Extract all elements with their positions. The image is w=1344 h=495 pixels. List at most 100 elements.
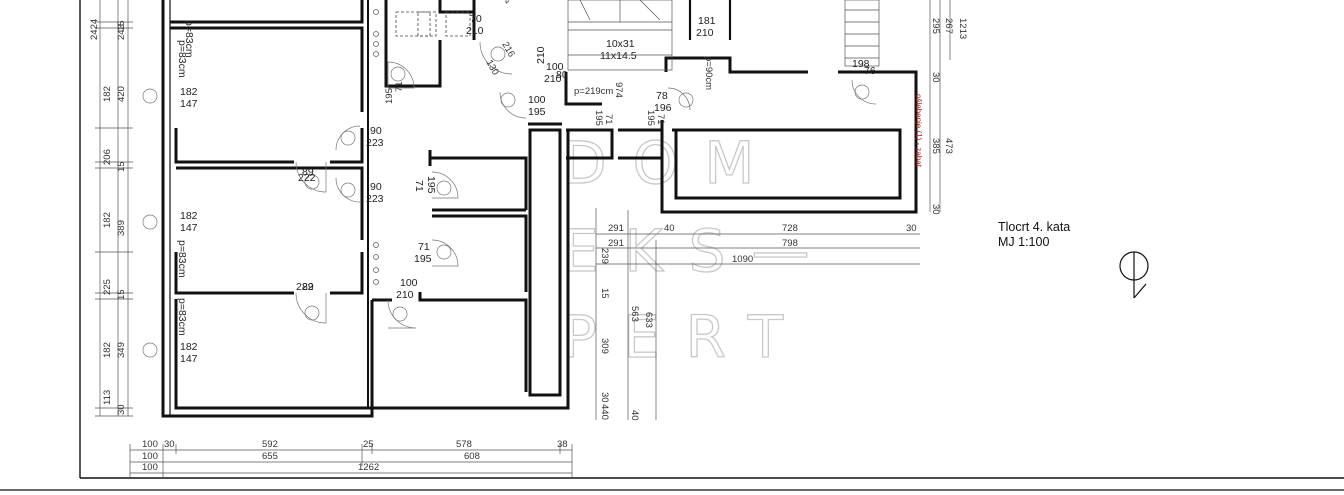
title-block: Tlocrt 4. kata MJ 1:100 bbox=[998, 220, 1070, 250]
dim-left-3: 420 bbox=[116, 86, 127, 102]
dim-bottom-r3-0: 100 bbox=[142, 462, 158, 473]
opening-37: 210 bbox=[544, 73, 562, 85]
dim-bottom-r1-3: 25 bbox=[363, 439, 374, 450]
opening-25: 71 bbox=[603, 114, 614, 125]
opening-18: 210 bbox=[396, 289, 414, 301]
dim-bottom-r3-1: 1262 bbox=[358, 462, 379, 473]
dim-left-2: 15 bbox=[116, 20, 127, 31]
room-4-height: 147 bbox=[180, 353, 198, 365]
opening-29: 78 bbox=[656, 90, 668, 102]
dim-left-total: 2424 bbox=[89, 19, 100, 40]
opening-4: 216 bbox=[499, 40, 516, 59]
mid-dimension-chains: 291 40 728 30 291 798 1090 239 15 309 30… bbox=[595, 208, 920, 421]
room-4-opening: p=83cm bbox=[176, 298, 188, 336]
walls bbox=[161, 0, 918, 418]
opening-8: 223 bbox=[366, 137, 384, 149]
dim-mid-h1-3: 30 bbox=[906, 223, 917, 234]
opening-6: 195 bbox=[384, 88, 395, 104]
dim-bottom-r2-2: 608 bbox=[464, 451, 480, 462]
opening-13: 71 bbox=[413, 180, 425, 192]
dim-bottom-r1-1: 30 bbox=[164, 439, 175, 450]
dim-left-7: 182 bbox=[102, 212, 113, 228]
dim-left-10: 15 bbox=[116, 289, 127, 300]
dim-right-2: 295 bbox=[930, 18, 941, 34]
room-2-height: 147 bbox=[180, 98, 198, 110]
dim-left-5: 206 bbox=[102, 149, 113, 165]
dim-bottom-r1-2: 592 bbox=[262, 439, 278, 450]
watermark-line-1: DOM bbox=[562, 129, 780, 197]
dim-mid-v2-0: 563 bbox=[629, 306, 640, 322]
room-3-height: 147 bbox=[180, 222, 198, 234]
dim-mid-v1-2: 309 bbox=[599, 338, 610, 354]
opening-28: 195 bbox=[645, 110, 656, 126]
opening-27: 71 bbox=[655, 114, 666, 125]
dim-mid-h2-1: 798 bbox=[782, 238, 798, 249]
opening-26: 195 bbox=[593, 110, 604, 126]
dim-right-6: 30 bbox=[930, 204, 941, 215]
watermark-line-3: PERT bbox=[562, 303, 809, 371]
bottom-dimension-chains: 100 30 592 25 578 38 100 655 608 100 126… bbox=[129, 439, 573, 478]
opening-5: 71 bbox=[394, 81, 405, 92]
opening-24: 195 bbox=[528, 106, 546, 118]
dim-left-6: 15 bbox=[116, 161, 127, 172]
watermark: DOM EKS— PERT bbox=[561, 128, 810, 371]
dim-bottom-r2-1: 655 bbox=[262, 451, 278, 462]
opening-11: 90 bbox=[370, 181, 382, 193]
dim-right-5: 385 bbox=[930, 138, 941, 154]
note-gable: ošlebenje (1) - zabat bbox=[914, 94, 923, 168]
dim-mid-h1-1: 40 bbox=[664, 223, 675, 234]
dim-mid-v3-0: 633 bbox=[643, 312, 654, 328]
dim-bottom-r1-0: 100 bbox=[142, 439, 158, 450]
north-arrow-icon bbox=[1119, 251, 1149, 299]
dim-mid-v1-4: 440 bbox=[599, 404, 610, 420]
dim-left-12: 349 bbox=[116, 342, 127, 358]
dim-mid-v1-3: 30 bbox=[599, 392, 610, 403]
dim-left-8: 389 bbox=[116, 220, 127, 236]
opening-30: 196 bbox=[654, 102, 672, 114]
opening-1: 210 bbox=[466, 25, 484, 37]
left-dimension-chain: 2424 243 15 420 182 206 15 182 389 225 1… bbox=[89, 0, 133, 417]
opening-36: 100 bbox=[546, 61, 564, 73]
opening-10: 222 bbox=[298, 172, 316, 184]
dim-mid-h2-0: 291 bbox=[608, 238, 624, 249]
opening-32: 210 bbox=[696, 27, 714, 39]
dim-bottom-r1-5: 38 bbox=[557, 439, 568, 450]
opening-19: 89 bbox=[302, 281, 314, 293]
opening-33: 76 bbox=[864, 65, 876, 77]
dim-mid-h1-2: 728 bbox=[782, 223, 798, 234]
opening-15: 71 bbox=[418, 241, 430, 253]
dim-left-14: 30 bbox=[116, 404, 127, 415]
dim-right-3: 30 bbox=[930, 72, 941, 83]
dim-right-4: 473 bbox=[943, 138, 954, 154]
dim-mid-h3-0: 1090 bbox=[732, 254, 753, 265]
note-opening-90: p=90cm bbox=[703, 56, 714, 90]
opening-7: 90 bbox=[370, 125, 382, 137]
room-3-width: 182 bbox=[180, 210, 198, 222]
right-dimension-chain: 1213 267 295 30 473 385 30 bbox=[929, 0, 968, 215]
dim-right-total: 1213 bbox=[957, 18, 968, 39]
dim-bottom-r1-4: 578 bbox=[456, 439, 472, 450]
wall-fixtures bbox=[373, 9, 379, 285]
room-labels: p=83cm p=83cm 182 147 182 147 p=83cm p=8… bbox=[176, 20, 923, 365]
note-opening-219: p=219cm bbox=[574, 86, 613, 97]
staircase bbox=[395, 0, 880, 71]
opening-2: 216 bbox=[500, 0, 519, 6]
opening-12: 223 bbox=[366, 193, 384, 205]
dim-mid-v1-0: 239 bbox=[599, 248, 610, 264]
opening-17: 100 bbox=[400, 277, 418, 289]
dim-left-13: 113 bbox=[102, 390, 113, 405]
dim-right-1: 267 bbox=[943, 18, 954, 34]
dim-left-9: 225 bbox=[102, 279, 113, 295]
room-2-width: 182 bbox=[180, 86, 198, 98]
opening-20: 222 bbox=[296, 281, 314, 293]
dim-bottom-r2-0: 100 bbox=[142, 451, 158, 462]
opening-31: 181 bbox=[698, 15, 716, 27]
dim-left-11: 182 bbox=[102, 342, 113, 358]
opening-35: 974 bbox=[613, 82, 624, 98]
opening-34: 198 bbox=[852, 58, 870, 70]
dim-mid-h1-0: 291 bbox=[608, 223, 624, 234]
dim-left-4: 182 bbox=[102, 86, 113, 102]
room-3-opening: p=83cm bbox=[176, 240, 188, 278]
